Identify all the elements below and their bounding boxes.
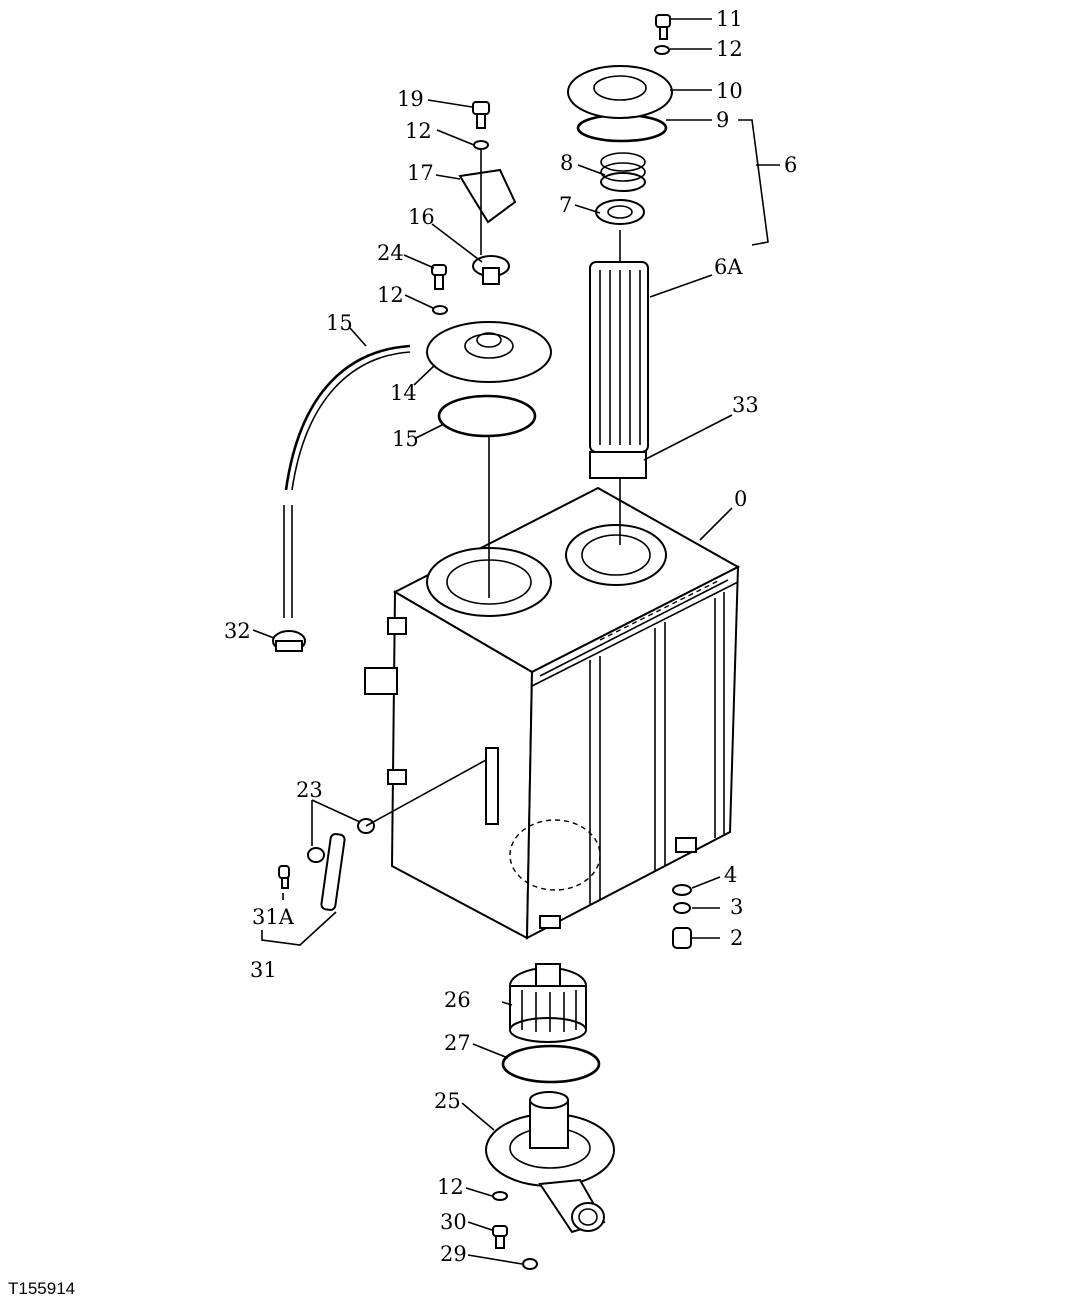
callout-16: 16: [408, 205, 435, 229]
callout-3: 3: [730, 895, 743, 919]
callout-25: 25: [434, 1089, 461, 1113]
callout-33: 33: [732, 393, 759, 417]
callout-31a: 31A: [252, 905, 295, 929]
callout-17: 17: [407, 161, 434, 185]
washer-12-mid-left: [432, 305, 448, 315]
bolt-2: [672, 927, 692, 949]
callout-0: 0: [734, 487, 747, 511]
o-ring-15: [437, 394, 537, 438]
washer-12-top: [654, 45, 670, 55]
bolt-11: [655, 14, 671, 40]
callout-23: 23: [296, 778, 323, 802]
spring-8: [600, 152, 646, 192]
callout-10: 10: [716, 79, 743, 103]
washer-12-upper-left: [473, 140, 489, 150]
callout-19: 19: [397, 87, 424, 111]
flange-14: [426, 321, 552, 383]
callout-6: 6: [784, 153, 797, 177]
callout-12: 12: [377, 283, 404, 307]
leader-lines: [252, 18, 780, 1265]
callout-8: 8: [560, 151, 573, 175]
bypass-valve-7: [595, 199, 645, 225]
callout-30: 30: [440, 1210, 467, 1234]
callout-2: 2: [730, 926, 743, 950]
callout-29: 29: [440, 1242, 467, 1266]
callout-4: 4: [724, 863, 737, 887]
callout-27: 27: [444, 1031, 471, 1055]
hydraulic-tank: [364, 486, 741, 940]
cover-10: [567, 65, 673, 119]
callout-32: 32: [224, 619, 251, 643]
bolt-30: [492, 1225, 508, 1249]
callout-12: 12: [405, 119, 432, 143]
washer-12-bottom: [492, 1191, 508, 1201]
callout-26: 26: [444, 988, 471, 1012]
washer-4: [672, 884, 692, 896]
callout-12: 12: [437, 1175, 464, 1199]
o-ring-27: [501, 1044, 601, 1084]
lockwasher-3: [673, 902, 691, 914]
screw-23-b: [307, 847, 325, 863]
callout-14: 14: [390, 381, 417, 405]
breather-base-25: [485, 1091, 615, 1234]
gauge-31: [320, 833, 346, 911]
callout-6a: 6A: [714, 255, 743, 279]
clamp-17: [458, 168, 517, 224]
hose-15: [283, 344, 411, 618]
breather-cap-26: [509, 963, 587, 1043]
callout-11: 11: [716, 7, 743, 31]
callout-24: 24: [377, 241, 404, 265]
bolt-24: [431, 264, 447, 290]
filter-element-6a: [589, 230, 649, 479]
callout-15: 15: [326, 311, 353, 335]
figure-id: T155914: [8, 1279, 75, 1298]
bolt-19: [472, 101, 490, 129]
callout-12: 12: [716, 37, 743, 61]
assembly-lines: [365, 150, 621, 827]
cap-16: [472, 255, 510, 285]
bolt-31a: [278, 865, 290, 889]
callout-9: 9: [716, 108, 729, 132]
plug-32: [272, 630, 306, 652]
nut-29: [522, 1258, 538, 1270]
callout-15: 15: [392, 427, 419, 451]
tank-port-right: [565, 524, 667, 586]
callout-labels: 11 12 10 9 6 8 7 6A 33 0 19 12 17 16 24 …: [224, 7, 797, 1266]
callout-7: 7: [559, 193, 572, 217]
callout-31: 31: [250, 958, 277, 982]
